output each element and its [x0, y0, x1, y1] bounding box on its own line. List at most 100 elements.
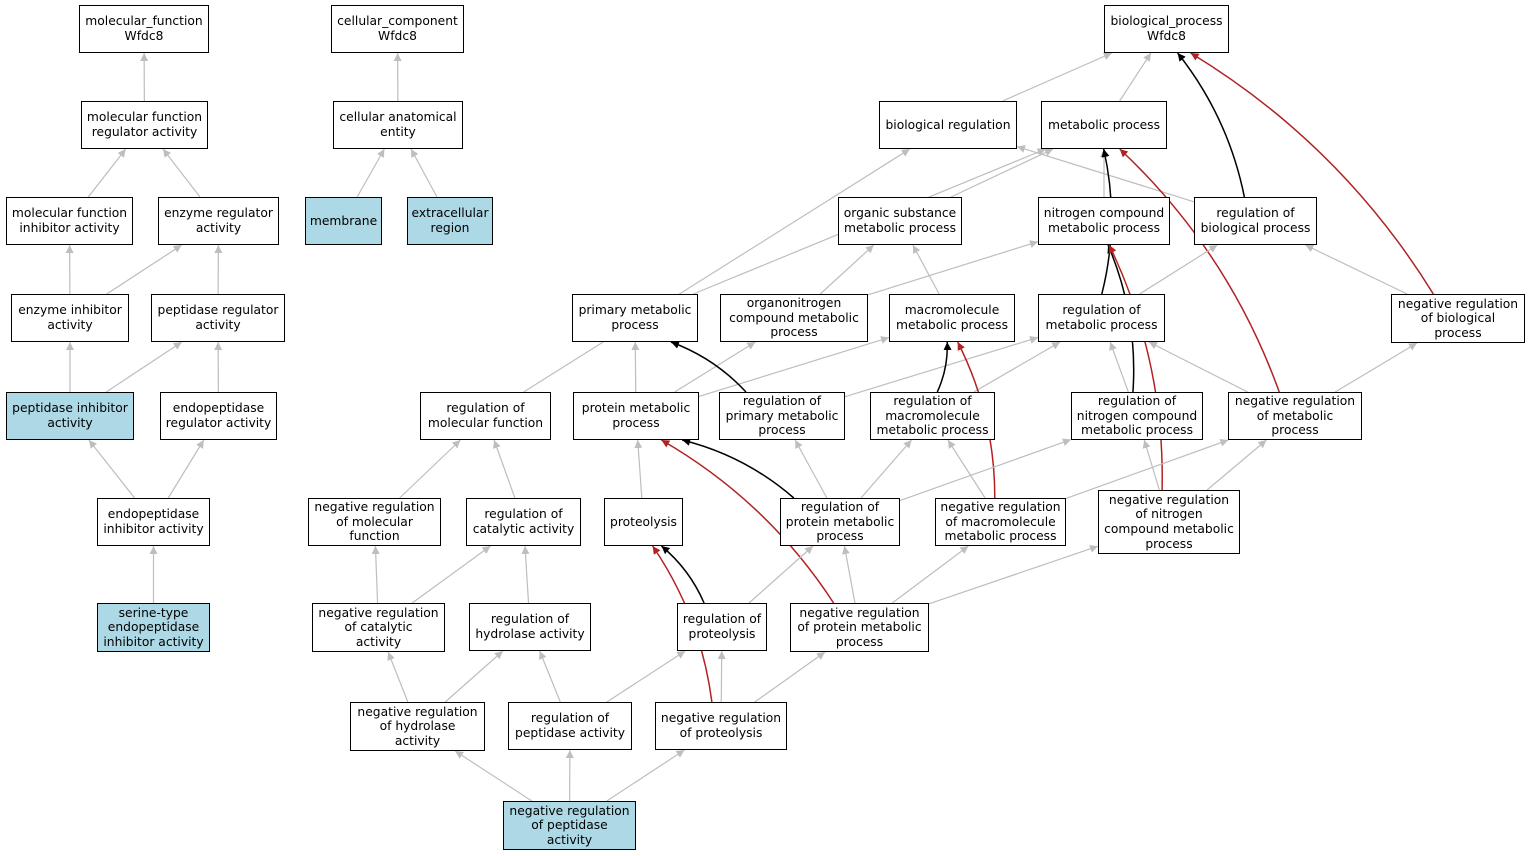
- go-term-label-line: extracellular: [411, 206, 489, 221]
- go-term-label: proteolysis: [610, 515, 677, 530]
- go-term-label-line: primary metabolic: [725, 408, 839, 423]
- edge-part-of: [1177, 52, 1246, 198]
- go-term-label-line: negative regulation: [318, 605, 439, 620]
- edge-is-a: [928, 544, 1099, 605]
- go-term-node[interactable]: metabolic process: [1041, 101, 1167, 149]
- edge-is-a: [819, 244, 875, 295]
- go-term-label-line: entity: [380, 125, 416, 139]
- edge-is-a: [106, 244, 183, 295]
- edge-part-of: [670, 341, 747, 393]
- go-term-label-line: protein metabolic: [785, 514, 895, 529]
- edge-is-a: [860, 439, 913, 499]
- go-term-node[interactable]: membrane: [305, 197, 382, 245]
- go-term-label-line: regulation of: [484, 507, 563, 522]
- go-term-node[interactable]: biological regulation: [879, 101, 1017, 149]
- go-term-label-line: process: [816, 529, 864, 544]
- go-term-label-line: negative regulation: [1108, 492, 1230, 507]
- edge-is-a: [950, 148, 1054, 198]
- edge-is-a: [841, 545, 856, 604]
- go-term-label-line: negative regulation: [1397, 296, 1519, 311]
- edge-is-a: [631, 341, 640, 393]
- go-term-label-line: of proteolysis: [679, 726, 763, 740]
- go-term-label-line: negative regulation: [314, 500, 435, 515]
- go-term-label-line: organic substance: [843, 206, 957, 221]
- edge-is-a: [899, 438, 1072, 502]
- go-term-label-line: activity: [47, 416, 93, 430]
- go-term-label-line: protein metabolic: [581, 401, 691, 416]
- go-term-label-line: of biological: [1420, 311, 1496, 326]
- edge-is-a: [891, 545, 969, 604]
- edge-is-a: [754, 651, 826, 703]
- go-term-label-line: of molecular: [336, 514, 413, 529]
- go-term-label-line: of catalytic: [344, 620, 413, 635]
- go-term-label-line: biological regulation: [885, 117, 1011, 132]
- go-term-label-line: Wfdc8: [378, 29, 417, 43]
- go-term-label-line: proteolysis: [610, 514, 677, 529]
- go-term-label-line: regulation of: [742, 394, 822, 409]
- go-term-node[interactable]: proteolysis: [604, 498, 683, 546]
- edge-is-a: [411, 545, 491, 604]
- go-term-label-line: regulation of: [530, 711, 610, 726]
- go-term-label-line: primary metabolic: [578, 303, 692, 318]
- edge-is-a: [1305, 244, 1408, 295]
- go-term-label-line: inhibitor activity: [19, 221, 120, 235]
- go-term-label-line: activity: [394, 733, 441, 748]
